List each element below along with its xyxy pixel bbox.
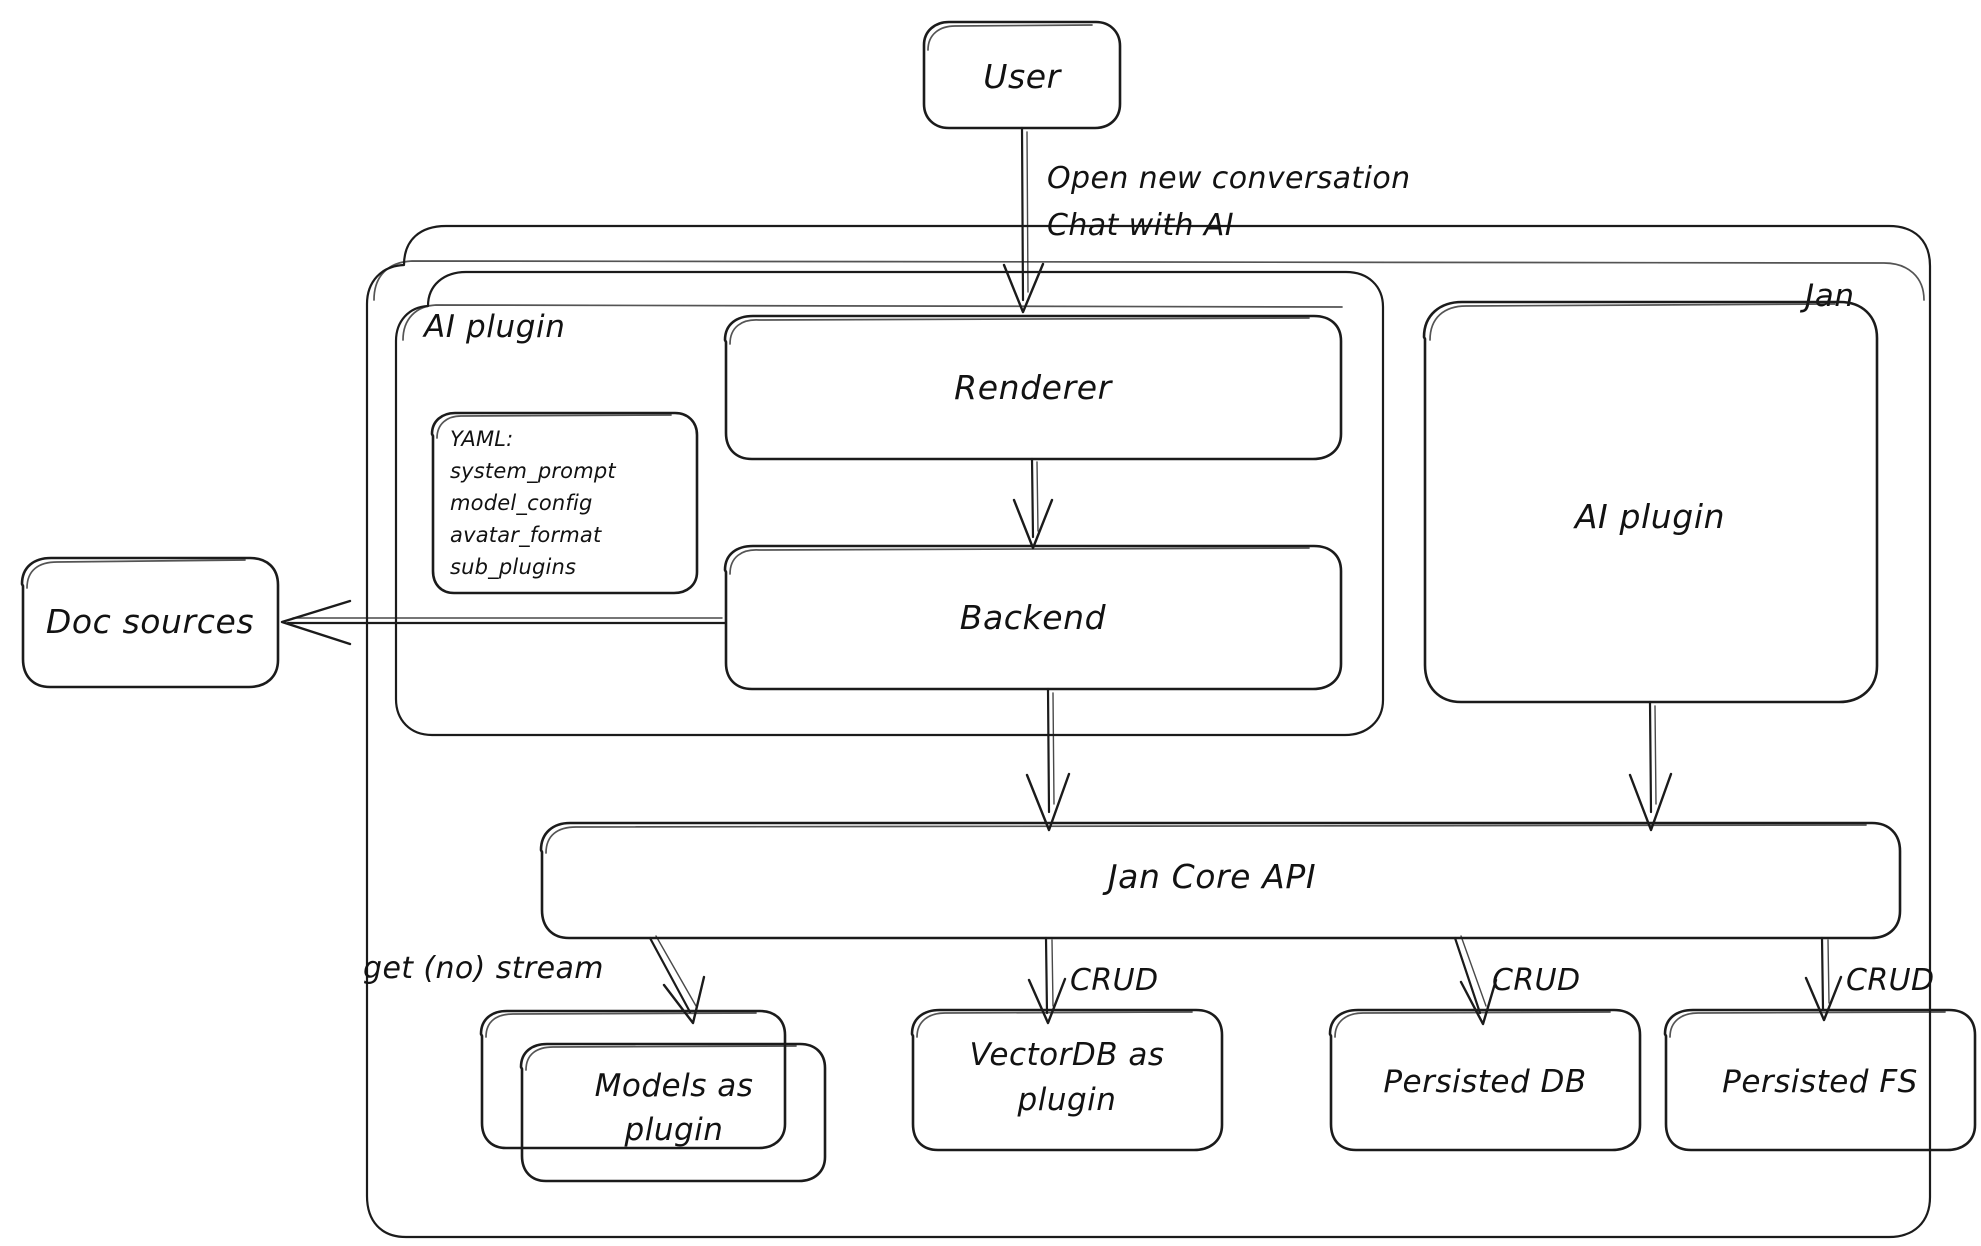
node-vectordb-plugin-label-line1: VectorDB as (969, 1037, 1164, 1073)
edge-backend-to-core-api (1025, 687, 1071, 832)
yaml-card-header: YAML: (450, 427, 513, 451)
node-models-plugin-label-line1: Models as (595, 1068, 754, 1104)
node-ai-plugin-box[interactable]: AI plugin (1422, 300, 1879, 704)
yaml-card-item-1: model_config (450, 491, 593, 516)
edge-core-api-to-vectordb: CRUD (1027, 936, 1158, 1025)
node-backend-label: Backend (960, 598, 1107, 637)
edge-user-to-renderer: Open new conversation Chat with AI (1002, 126, 1411, 314)
node-persisted-fs[interactable]: Persisted FS (1663, 1008, 1977, 1152)
yaml-card-item-2: avatar_format (450, 523, 602, 548)
node-vectordb-plugin[interactable]: VectorDB as plugin (910, 1008, 1224, 1152)
edge-core-api-to-vectordb-label: CRUD (1070, 963, 1158, 998)
node-persisted-db[interactable]: Persisted DB (1328, 1008, 1642, 1152)
node-vectordb-plugin-label-line2: plugin (1017, 1082, 1117, 1118)
node-models-plugin[interactable]: Models as plugin (479, 1009, 827, 1183)
yaml-card-item-3: sub_plugins (450, 555, 576, 580)
edge-user-to-renderer-label-line1: Open new conversation (1047, 161, 1411, 196)
edge-core-api-to-persisted-fs-label: CRUD (1846, 963, 1934, 998)
node-persisted-db-label: Persisted DB (1383, 1064, 1586, 1100)
node-backend[interactable]: Backend (723, 544, 1343, 691)
node-doc-sources[interactable]: Doc sources (20, 556, 280, 689)
edge-ai-plugin-to-core-api (1628, 700, 1673, 832)
edge-backend-to-doc-sources (280, 599, 728, 646)
node-renderer-label: Renderer (954, 368, 1113, 407)
node-persisted-fs-label: Persisted FS (1722, 1064, 1918, 1100)
edge-user-to-renderer-label-line2: Chat with AI (1047, 208, 1234, 243)
node-jan-core-api-label: Jan Core API (1102, 857, 1316, 896)
node-user[interactable]: User (922, 20, 1122, 130)
node-models-plugin-label-line2: plugin (624, 1112, 724, 1148)
node-doc-sources-label: Doc sources (46, 602, 254, 641)
edge-core-api-to-models: get (no) stream (363, 935, 706, 1025)
node-renderer[interactable]: Renderer (723, 314, 1343, 461)
container-jan: Jan (365, 224, 1932, 1239)
yaml-card-item-0: system_prompt (450, 459, 616, 484)
edge-core-api-to-persisted-db: CRUD (1453, 935, 1580, 1026)
container-ai-plugin-group-label: AI plugin (422, 309, 565, 345)
container-jan-label: Jan (1799, 278, 1855, 314)
edge-core-api-to-models-label: get (no) stream (363, 951, 604, 986)
edge-renderer-to-backend (1012, 457, 1054, 550)
node-ai-plugin-box-label: AI plugin (1573, 497, 1725, 536)
edge-core-api-to-persisted-db-label: CRUD (1492, 963, 1580, 998)
node-user-label: User (983, 57, 1062, 96)
container-ai-plugin-group: AI plugin (394, 270, 1385, 737)
card-yaml-config: YAML: system_prompt model_config avatar_… (430, 411, 699, 595)
node-jan-core-api[interactable]: Jan Core API (539, 821, 1902, 940)
edge-core-api-to-persisted-fs: CRUD (1804, 936, 1934, 1022)
